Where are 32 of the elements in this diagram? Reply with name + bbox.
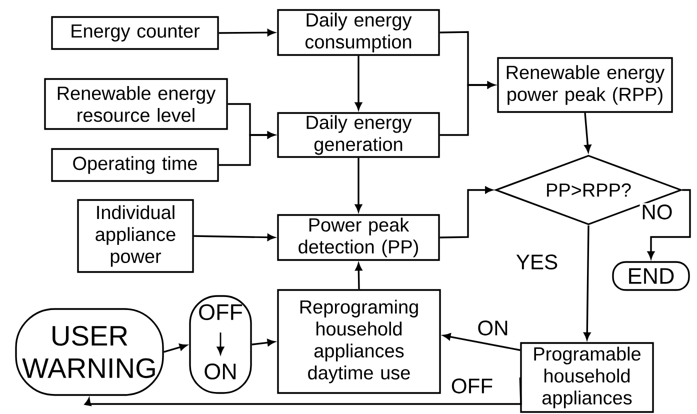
process-box: Renewable energy power peak (RPP): [497, 57, 673, 113]
process-box: Renewable energy resource level: [44, 78, 228, 130]
arrow: [584, 112, 592, 152]
process-box: Reprograming household appliances daytime use: [277, 289, 441, 394]
terminal-box: END: [612, 261, 690, 291]
arrow: [648, 189, 691, 259]
edge-label: OFF: [450, 377, 494, 395]
process-box: Daily energy generation: [277, 112, 440, 158]
terminal-box: USER WARNING: [15, 308, 164, 396]
process-box: Individual appliance power: [77, 199, 194, 273]
process-box: Power peak detection (PP): [277, 214, 440, 261]
arrow: [218, 29, 275, 36]
arrow: [355, 56, 362, 110]
edge-label: ON: [476, 319, 510, 337]
process-box: Programable household appliances: [520, 342, 654, 413]
arrow: [440, 186, 493, 238]
arrow: [84, 377, 522, 406]
arrow: [218, 132, 275, 166]
process-box: Daily energy consumption: [277, 9, 440, 56]
edge-label: YES: [514, 253, 560, 271]
process-box: Energy counter: [51, 16, 219, 50]
process-box: Operating time: [51, 148, 219, 182]
arrow: [584, 225, 591, 340]
arrow: [443, 333, 520, 351]
arrow: [194, 234, 275, 241]
arrow: [252, 339, 275, 346]
arrow: [164, 344, 188, 353]
arrow: [440, 82, 495, 136]
arrow: [355, 263, 362, 290]
edge-label: NO: [640, 203, 674, 221]
arrow: [355, 158, 362, 212]
terminal-box: OFF ON: [189, 295, 252, 394]
